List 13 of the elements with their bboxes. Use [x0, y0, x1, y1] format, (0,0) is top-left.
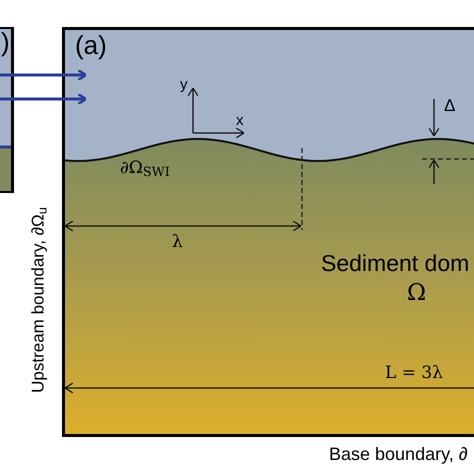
arrow	[0, 92, 88, 106]
axis-label: x	[236, 113, 244, 128]
domain-label: Sediment dom	[321, 252, 470, 275]
panel-label: )	[1, 29, 10, 55]
dimension-label: Δ	[444, 97, 456, 114]
dimension-label: L = 3λ	[385, 365, 443, 382]
boundary-label: ∂Ω$_{SWI}$	[120, 160, 170, 177]
boundary-label: Base boundary, ∂	[329, 445, 468, 463]
panel-label: (a)	[75, 32, 107, 58]
axis-label: y	[180, 77, 188, 92]
arrow	[0, 68, 88, 82]
dimension-label: λ	[172, 234, 183, 251]
domain-symbol: Ω	[407, 282, 426, 305]
